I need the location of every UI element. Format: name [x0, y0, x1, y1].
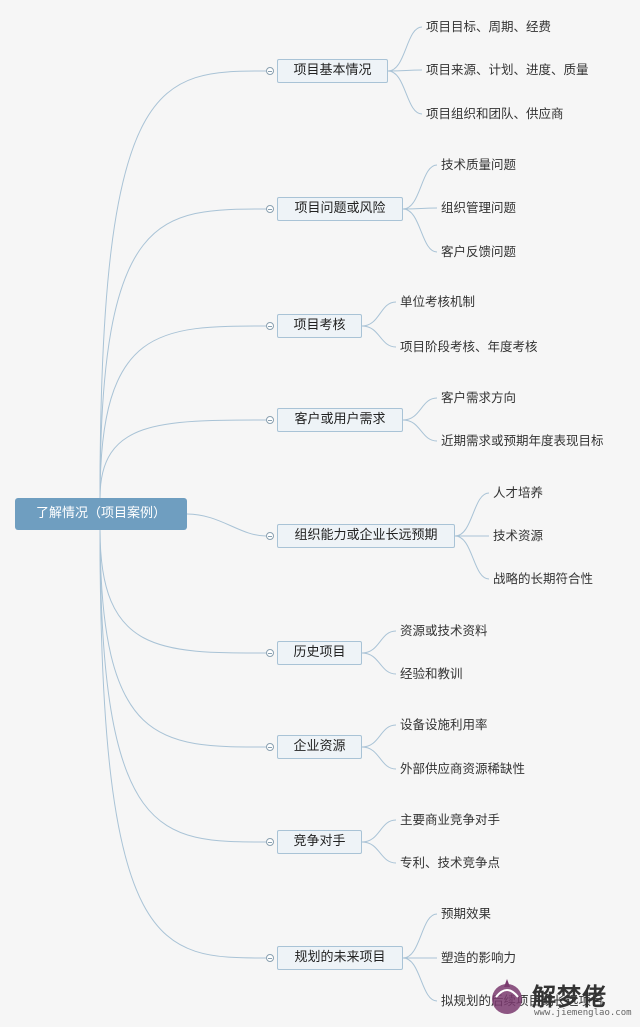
collapse-toggle-icon[interactable]	[266, 67, 274, 75]
branch-leaf-link	[361, 819, 397, 843]
branch-enterprise-resources[interactable]: 企业资源	[277, 735, 362, 759]
branch-leaf-link	[454, 492, 490, 537]
leaf-item[interactable]: 客户需求方向	[441, 390, 517, 405]
leaf-item[interactable]: 组织管理问题	[441, 200, 517, 215]
leaf-item[interactable]: 设备设施利用率	[400, 717, 488, 732]
root-branch-link	[99, 529, 267, 843]
collapse-toggle-icon[interactable]	[266, 322, 274, 330]
leaf-item[interactable]: 拟规划的后续项目或长远项目	[441, 993, 604, 1008]
watermark-brand: 解梦佬	[532, 983, 607, 1011]
leaf-item[interactable]: 项目组织和团队、供应商	[426, 106, 564, 121]
branch-future-projects[interactable]: 规划的未来项目	[277, 946, 403, 970]
branch-project-assessment[interactable]: 项目考核	[277, 314, 362, 338]
collapse-toggle-icon[interactable]	[266, 416, 274, 424]
collapse-toggle-icon[interactable]	[266, 838, 274, 846]
root-branch-link	[99, 529, 267, 654]
root-branch-link	[99, 419, 267, 499]
root-node[interactable]: 了解情况（项目案例）	[15, 498, 187, 530]
root-branch-link	[99, 529, 267, 959]
collapse-toggle-icon[interactable]	[266, 954, 274, 962]
branch-leaf-link	[402, 164, 438, 210]
root-branch-link	[99, 70, 267, 499]
leaf-item[interactable]: 外部供应商资源稀缺性	[400, 761, 526, 776]
leaf-item[interactable]: 技术质量问题	[441, 157, 517, 172]
branch-leaf-link	[361, 652, 397, 675]
watermark: 解梦佬 www.jiemenglao.com	[482, 973, 632, 1023]
branch-competitors[interactable]: 竞争对手	[277, 830, 362, 854]
branch-leaf-link	[387, 26, 423, 72]
collapse-toggle-icon[interactable]	[266, 532, 274, 540]
leaf-item[interactable]: 人才培养	[493, 485, 544, 500]
leaf-item[interactable]: 客户反馈问题	[441, 244, 517, 259]
branch-leaf-link	[361, 746, 397, 770]
branch-org-capability[interactable]: 组织能力或企业长远预期	[277, 524, 455, 548]
branch-leaf-link	[361, 841, 397, 864]
collapse-toggle-icon[interactable]	[266, 205, 274, 213]
leaf-item[interactable]: 项目目标、周期、经费	[426, 19, 552, 34]
branch-leaf-link	[361, 724, 397, 748]
leaf-item[interactable]: 专利、技术竞争点	[400, 855, 501, 870]
leaf-item[interactable]: 近期需求或预期年度表现目标	[441, 433, 604, 448]
branch-leaf-link	[361, 301, 397, 327]
root-branch-link	[186, 513, 267, 537]
branch-customer-needs[interactable]: 客户或用户需求	[277, 408, 403, 432]
branch-history-projects[interactable]: 历史项目	[277, 641, 362, 665]
collapse-toggle-icon[interactable]	[266, 649, 274, 657]
branch-project-risks[interactable]: 项目问题或风险	[277, 197, 403, 221]
leaf-item[interactable]: 经验和教训	[400, 666, 463, 681]
branch-leaf-link	[402, 397, 438, 421]
branch-project-basics[interactable]: 项目基本情况	[277, 59, 388, 83]
root-branch-link	[99, 529, 267, 748]
collapse-toggle-icon[interactable]	[266, 743, 274, 751]
branch-leaf-link	[387, 69, 423, 72]
leaf-item[interactable]: 主要商业竞争对手	[400, 812, 501, 827]
leaf-item[interactable]: 预期效果	[441, 906, 492, 921]
branch-leaf-link	[361, 325, 397, 348]
branch-leaf-link	[402, 419, 438, 442]
branch-leaf-link	[361, 630, 397, 654]
leaf-item[interactable]: 单位考核机制	[400, 294, 476, 309]
leaf-item[interactable]: 项目阶段考核、年度考核	[400, 339, 538, 354]
branch-leaf-link	[402, 913, 438, 959]
watermark-logo-icon	[492, 979, 522, 1014]
leaf-item[interactable]: 技术资源	[493, 528, 544, 543]
branch-leaf-link	[402, 208, 438, 253]
root-branch-link	[99, 208, 267, 499]
branch-leaf-link	[402, 207, 438, 210]
leaf-item[interactable]: 资源或技术资料	[400, 623, 488, 638]
branch-leaf-link	[454, 535, 490, 580]
root-branch-link	[99, 325, 267, 499]
leaf-item[interactable]: 塑造的影响力	[441, 950, 517, 965]
branch-leaf-link	[402, 957, 438, 1002]
leaf-item[interactable]: 项目来源、计划、进度、质量	[426, 62, 589, 77]
leaf-item[interactable]: 战略的长期符合性	[493, 571, 594, 586]
branch-leaf-link	[387, 70, 423, 115]
watermark-url: www.jiemenglao.com	[534, 1008, 632, 1018]
